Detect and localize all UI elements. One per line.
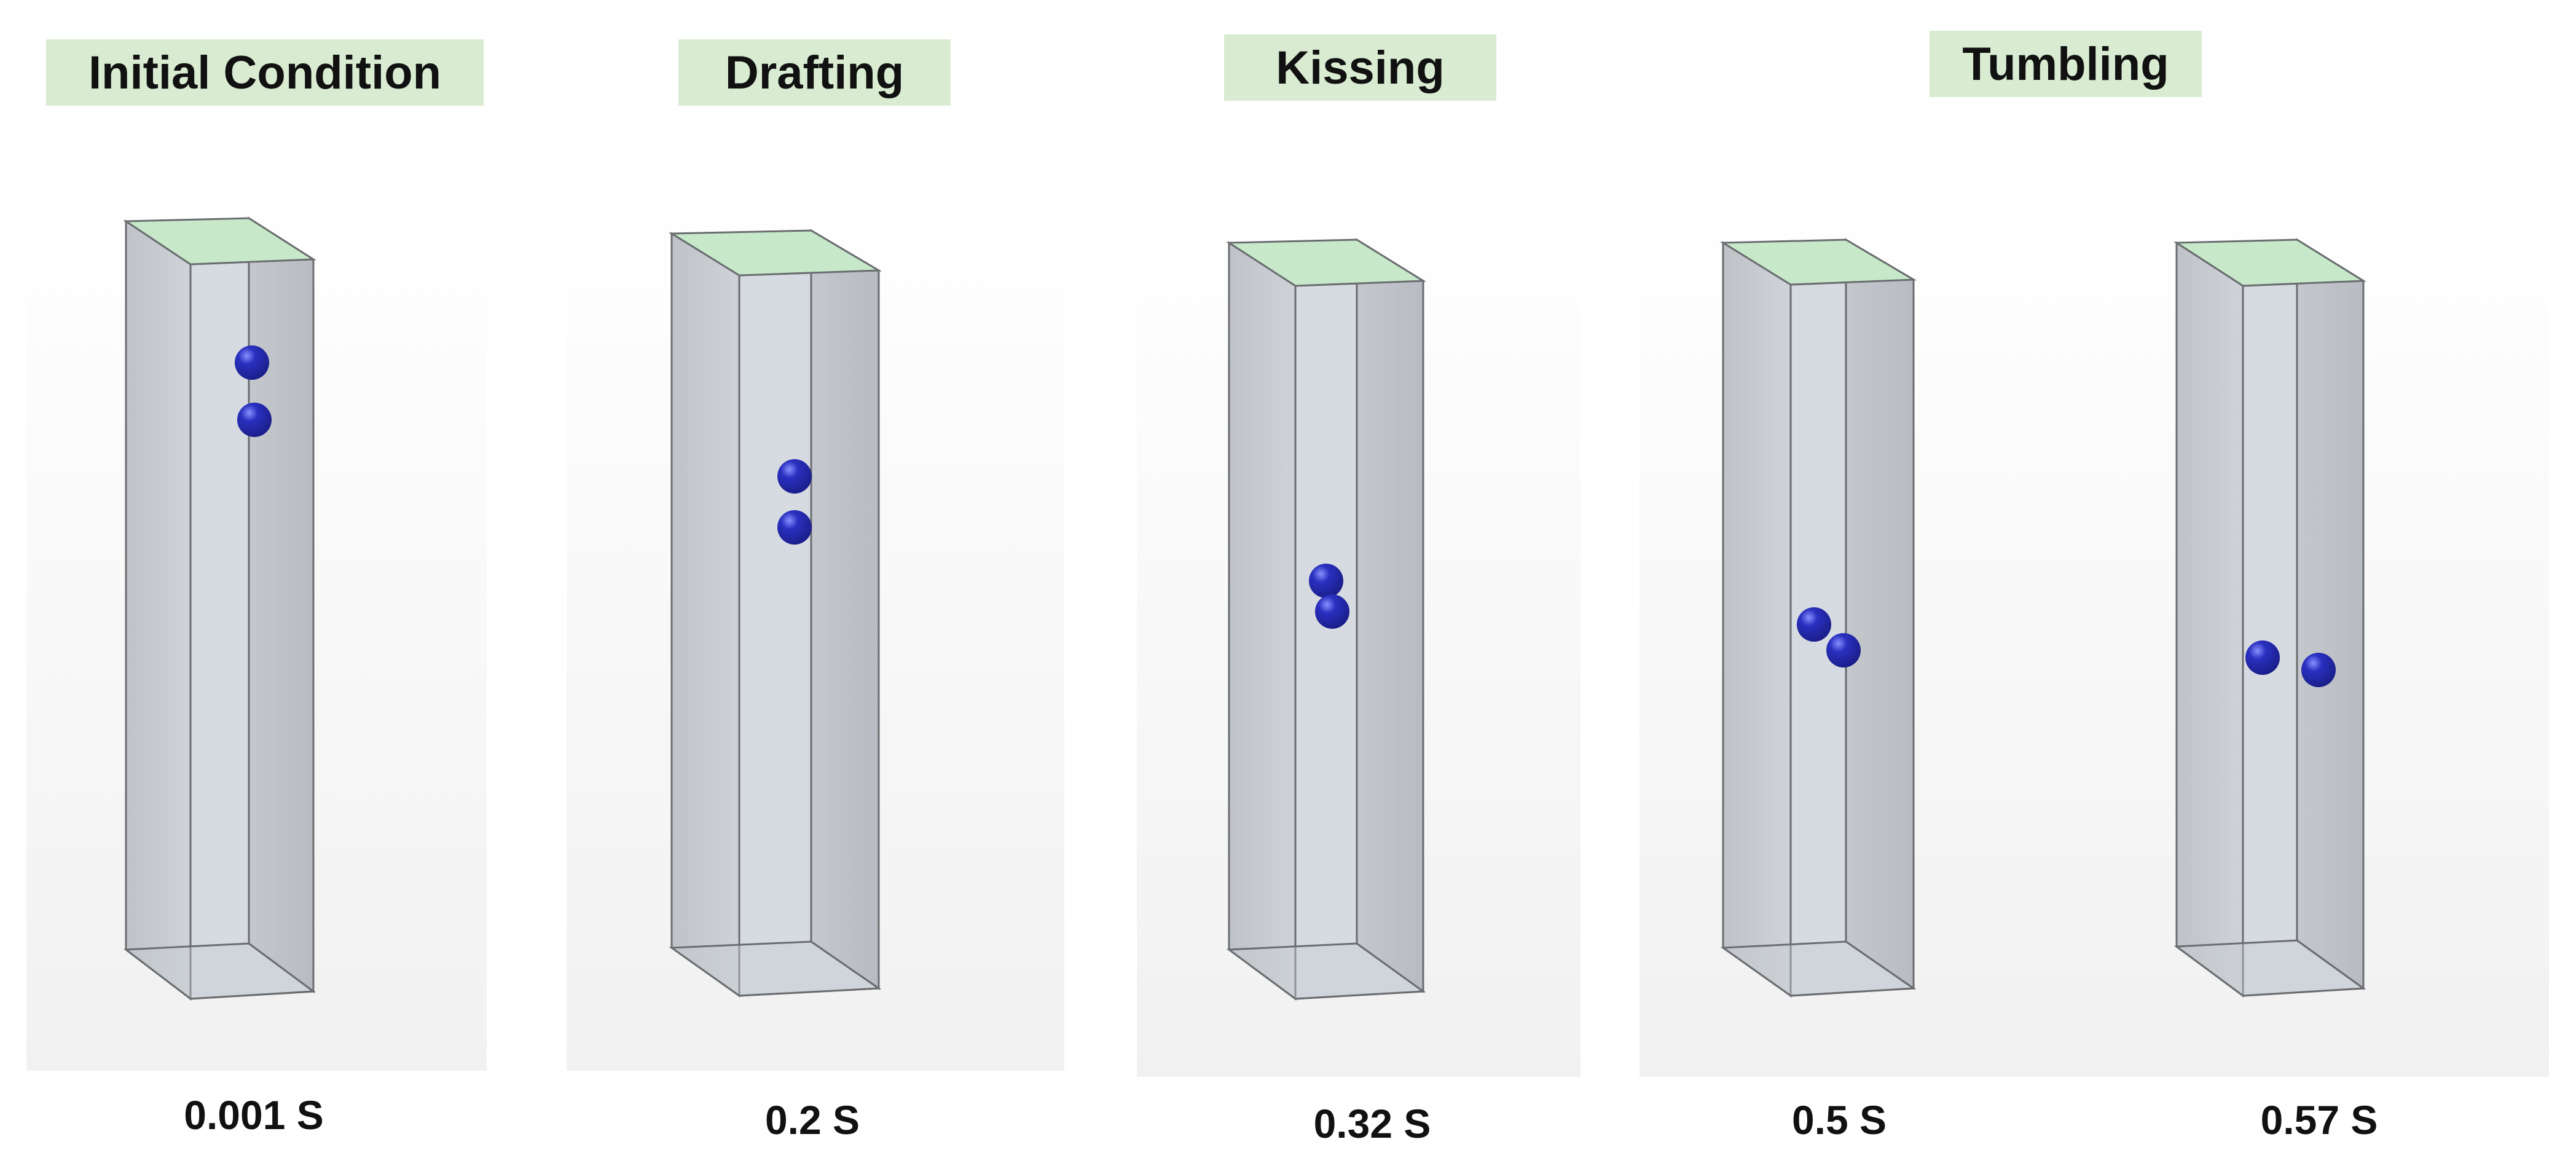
- sphere-1: [1797, 607, 1831, 642]
- tank-right-wall: [1356, 238, 1424, 993]
- tank-right-wall: [810, 229, 880, 990]
- tank-top-face: [668, 229, 882, 277]
- stage-label-kissing: Kissing: [1224, 34, 1496, 101]
- tank-3: [1226, 238, 1426, 1001]
- sphere-2: [1826, 633, 1861, 668]
- tank-left-wall: [1228, 241, 1297, 1001]
- time-label-3: 0.32 S: [1313, 1101, 1431, 1146]
- sphere-2: [1315, 594, 1349, 629]
- stage-label-initial-condition: Initial Condition: [46, 39, 484, 106]
- sphere-1: [235, 345, 269, 380]
- tank-bottom-face: [2174, 939, 2366, 997]
- tank-right-wall: [1845, 238, 1915, 990]
- sphere-1: [777, 459, 812, 494]
- time-label-5: 0.57 S: [2260, 1097, 2378, 1143]
- stage-label-tumbling: Tumbling: [1930, 31, 2202, 97]
- tank-left-wall: [2175, 241, 2244, 998]
- sphere-2: [2301, 653, 2336, 687]
- tank-4: [1719, 238, 1917, 998]
- tank-left-wall: [125, 219, 192, 1001]
- time-label-4: 0.5 S: [1791, 1097, 1887, 1143]
- tank-left-wall: [1722, 241, 1792, 998]
- tank-left-wall: [670, 232, 740, 998]
- tank-top-face: [1719, 238, 1917, 286]
- tank-bottom-face: [1226, 942, 1426, 1000]
- time-label-2: 0.2 S: [764, 1097, 860, 1143]
- tank-top-face: [123, 217, 316, 266]
- tank-bottom-face: [669, 940, 882, 997]
- tank-right-wall: [2296, 238, 2365, 990]
- sphere-2: [777, 510, 812, 545]
- tank-right-wall: [248, 216, 315, 993]
- tank-top-face: [1226, 238, 1426, 287]
- sphere-1: [1309, 564, 1343, 598]
- tank-1: [123, 216, 316, 1001]
- stage-label-drafting: Drafting: [678, 39, 951, 106]
- tank-2: [668, 229, 882, 998]
- tank-bottom-face: [123, 942, 316, 1000]
- tank-bottom-face: [1720, 940, 1917, 997]
- sphere-2: [237, 403, 272, 437]
- time-label-1: 0.001 S: [184, 1092, 324, 1138]
- sphere-1: [2245, 640, 2280, 675]
- tank-top-face: [2174, 238, 2366, 287]
- tank-5: [2174, 238, 2366, 998]
